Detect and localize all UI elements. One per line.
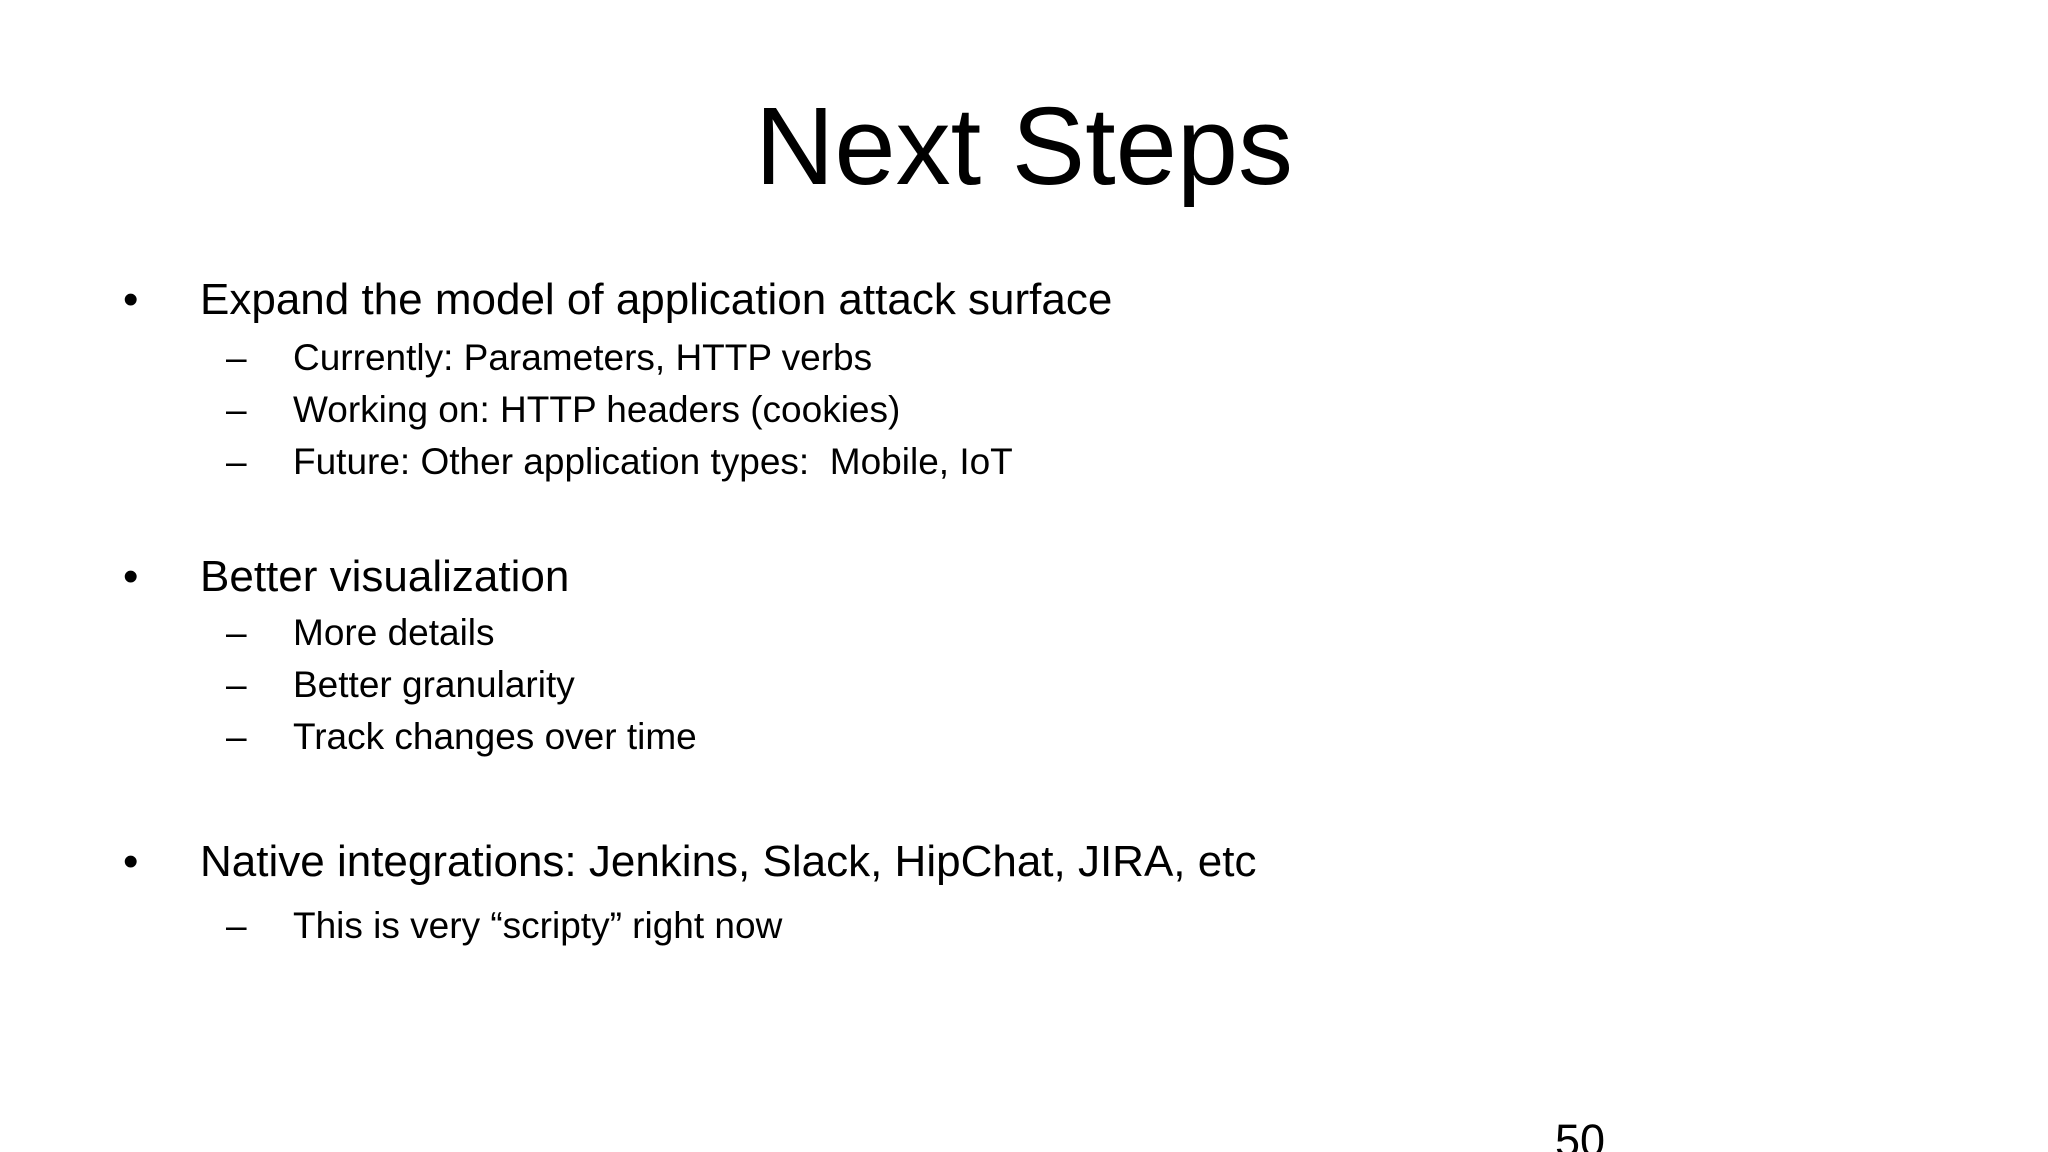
bullet-text: Expand the model of application attack s…	[200, 275, 1113, 324]
sub-bullet-text: Track changes over time	[293, 716, 697, 757]
bullet-marker: •	[123, 275, 139, 324]
page-title: Next Steps	[754, 85, 1294, 208]
sub-bullet-item: – Future: Other application types: Mobil…	[0, 443, 2048, 480]
dash-marker: –	[226, 664, 247, 705]
sub-bullet-item: – Track changes over time	[0, 718, 2048, 755]
sub-bullet-text: This is very “scripty” right now	[293, 905, 783, 946]
dash-marker: –	[226, 389, 247, 430]
bullet-text: Native integrations: Jenkins, Slack, Hip…	[200, 837, 1257, 886]
sub-bullet-text: Future: Other application types: Mobile,…	[293, 441, 1013, 482]
dash-marker: –	[226, 612, 247, 653]
dash-marker: –	[226, 441, 247, 482]
page-number: 50	[1555, 1115, 1606, 1152]
sub-bullet-text: Working on: HTTP headers (cookies)	[293, 389, 901, 430]
sub-bullet-item: – Currently: Parameters, HTTP verbs	[0, 339, 2048, 376]
sub-bullet-item: – More details	[0, 614, 2048, 651]
bullet-item: • Native integrations: Jenkins, Slack, H…	[0, 840, 2048, 884]
dash-marker: –	[226, 905, 247, 946]
sub-bullet-item: – Better granularity	[0, 666, 2048, 703]
dash-marker: –	[226, 337, 247, 378]
bullet-item: • Better visualization	[0, 555, 2048, 599]
sub-bullet-text: Better granularity	[293, 664, 575, 705]
sub-bullet-item: – This is very “scripty” right now	[0, 907, 2048, 944]
bullet-marker: •	[123, 837, 139, 886]
bullet-marker: •	[123, 552, 139, 601]
bullet-text: Better visualization	[200, 552, 570, 601]
dash-marker: –	[226, 716, 247, 757]
sub-bullet-item: – Working on: HTTP headers (cookies)	[0, 391, 2048, 428]
sub-bullet-text: Currently: Parameters, HTTP verbs	[293, 337, 873, 378]
bullet-item: • Expand the model of application attack…	[0, 278, 2048, 322]
sub-bullet-text: More details	[293, 612, 495, 653]
